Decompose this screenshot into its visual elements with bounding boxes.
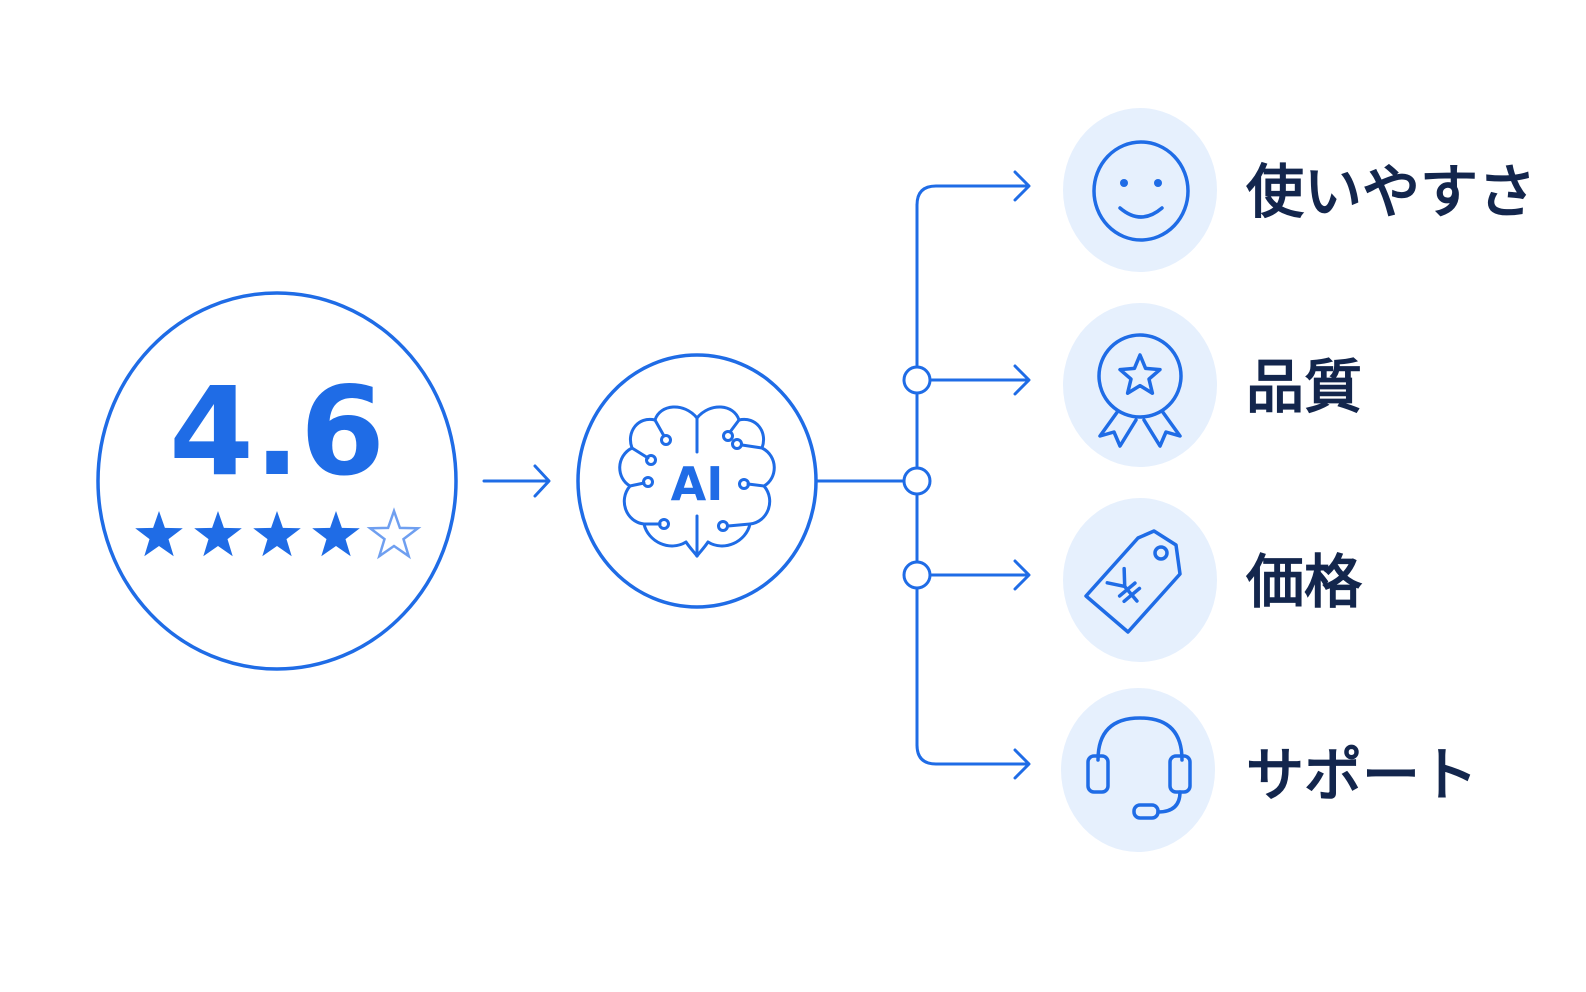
ai-label: AI bbox=[671, 457, 724, 511]
category-price: 価格 bbox=[1063, 498, 1363, 662]
icon-background bbox=[1061, 688, 1215, 852]
icon-background bbox=[1063, 498, 1217, 662]
star-filled-icon bbox=[194, 511, 242, 557]
star-rating bbox=[135, 507, 422, 560]
yen-price-tag-icon bbox=[1084, 529, 1182, 634]
star-outline-icon bbox=[366, 507, 422, 560]
rating-circle bbox=[96, 291, 458, 671]
category-label: 使いやすさ bbox=[1246, 158, 1536, 226]
arrow-to-ai bbox=[482, 464, 551, 498]
ai-node: AI bbox=[576, 353, 818, 609]
category-ease-of-use: 使いやすさ bbox=[1063, 108, 1536, 272]
star-filled-icon bbox=[135, 511, 183, 557]
icon-background bbox=[1063, 108, 1217, 272]
category-quality: 品質 bbox=[1063, 303, 1362, 467]
category-label: 価格 bbox=[1245, 548, 1363, 616]
category-label: 品質 bbox=[1246, 353, 1362, 421]
star-filled-icon bbox=[253, 511, 301, 557]
category-support: サポート bbox=[1061, 688, 1478, 852]
brain-icon bbox=[618, 405, 776, 558]
award-ribbon-icon bbox=[1097, 333, 1183, 448]
headset-icon bbox=[1086, 716, 1192, 820]
rating-score: 4.6 bbox=[169, 361, 385, 503]
category-label: サポート bbox=[1246, 741, 1478, 809]
rating-node: 4.6 bbox=[96, 291, 458, 671]
smiley-face-icon bbox=[1092, 140, 1190, 242]
connector-nodes bbox=[902, 365, 932, 590]
star-filled-icon bbox=[312, 511, 360, 557]
